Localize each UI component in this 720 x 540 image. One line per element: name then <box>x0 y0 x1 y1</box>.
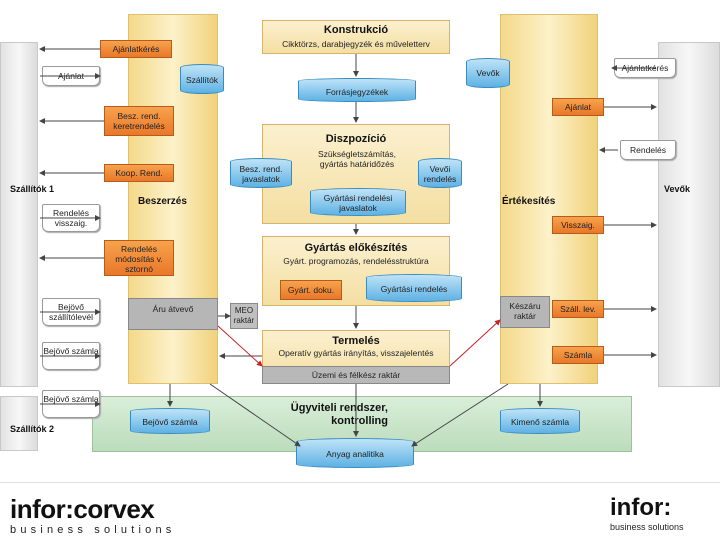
offer-out-label: Ajánlat <box>565 102 591 112</box>
coop-order-box: Koop. Rend. <box>104 164 174 182</box>
coop-order-label: Koop. Rend. <box>115 168 163 178</box>
footer-left-brand: infor:corvex <box>10 494 155 524</box>
customers-db: Vevők <box>466 58 510 88</box>
prod-docs-label: Gyárt. doku. <box>287 285 335 295</box>
invoice-out-box: Számla <box>552 346 604 364</box>
customers-label: Vevők <box>664 184 691 194</box>
blanket-order-box: Besz. rend. keretrendelés <box>104 106 174 136</box>
construction-title: Konstrukció <box>323 24 389 36</box>
goods-in-box: Áru átvevő <box>128 298 218 330</box>
order-change-box: Rendelés módosítás v. sztornó <box>104 240 174 276</box>
suppliers-db: Szállítók <box>180 64 224 94</box>
suppliers-column <box>0 42 38 387</box>
production-title: Termelés <box>332 335 380 347</box>
disposition-subtitle: Szükségletszámítás, gyártás határidőzés <box>318 149 396 169</box>
blanket-order-label: Besz. rend. keretrendelés <box>113 111 165 131</box>
footer-right-brand: infor: <box>610 494 672 521</box>
purchase-proposals-db: Besz. rend. javaslatok <box>230 158 292 188</box>
suppliers2-label: Szállítók 2 <box>10 424 55 434</box>
offer-out-box: Ajánlat <box>552 98 604 116</box>
order-change-label: Rendelés módosítás v. sztornó <box>115 244 163 274</box>
erp-title: Ügyviteli rendszer, kontrolling <box>290 402 388 427</box>
confirmation-out-label: Visszaig. <box>561 220 595 230</box>
prep-title: Gyártás előkészítés <box>304 242 408 254</box>
delivery-note-out-label: Száll. lev. <box>560 304 596 314</box>
production-order-db: Gyártási rendelés <box>366 274 462 302</box>
footer-right-tagline: business solutions <box>610 522 684 532</box>
prep-subtitle: Gyárt. programozás, rendelésstruktúra <box>283 256 429 266</box>
suppliers1-label: Szállítók 1 <box>10 184 55 194</box>
sales-title: Értékesítés <box>502 196 556 207</box>
footer-bar <box>0 482 720 540</box>
construction-subtitle: Cikktörzs, darabjegyzék és műveletterv <box>282 39 430 49</box>
invoice-out-label: Számla <box>563 350 593 360</box>
disposition-title: Diszpozíció <box>325 133 387 145</box>
production-subtitle: Operatív gyártás irányítás, visszajelent… <box>278 348 434 358</box>
production-proposals-db: Gyártási rendelési javaslatok <box>310 188 406 216</box>
doc-order-in: Rendelés <box>620 140 676 160</box>
confirmation-out-box: Visszaig. <box>552 216 604 234</box>
purchasing-title: Beszerzés <box>138 196 187 207</box>
prod-docs-box: Gyárt. doku. <box>280 280 342 300</box>
wip-store-bar: Üzemi és félkész raktár <box>262 366 450 384</box>
delivery-note-out-box: Száll. lev. <box>552 300 604 318</box>
meo-box: MEO raktár <box>230 303 258 329</box>
customers-column <box>658 42 720 387</box>
rfq-out-box: Ajánlatkérés <box>100 40 172 58</box>
suppliers2-column <box>0 396 38 451</box>
rfq-out-label: Ajánlatkérés <box>112 44 160 54</box>
sources-db: Forrásjegyzékek <box>298 78 416 102</box>
construction-box <box>262 20 450 54</box>
customer-order-db: Vevői rendelés <box>418 158 462 188</box>
material-analytics-db: Anyag analitika <box>296 438 414 468</box>
flow-arrows <box>39 46 657 447</box>
outgoing-invoice-db: Kimenő számla <box>500 408 580 434</box>
footer-left-tagline: business solutions <box>10 524 176 536</box>
finished-goods-box: Készáru raktár <box>500 296 550 328</box>
footer-right-logo: infor: business solutions <box>610 494 684 533</box>
footer-left-logo: infor:corvex business solutions <box>10 496 176 536</box>
incoming-invoice-db: Bejövő számla <box>130 408 210 434</box>
